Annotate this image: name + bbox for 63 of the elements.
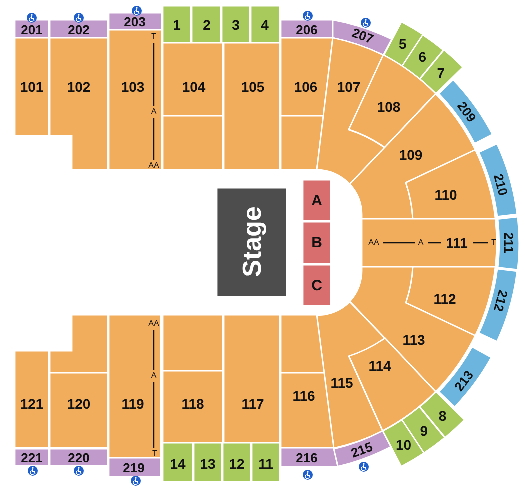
section-number: 118 xyxy=(182,397,204,411)
section-number: 10 xyxy=(396,438,412,452)
section-number: 102 xyxy=(67,80,91,94)
section-number: 1 xyxy=(173,18,181,32)
section-number: 101 xyxy=(20,80,44,94)
section-number: 109 xyxy=(399,148,423,162)
row-label: AA xyxy=(368,239,380,247)
row-label: AA xyxy=(148,162,160,170)
section-number: 104 xyxy=(182,80,206,94)
section-label: B xyxy=(312,236,322,250)
section-number: 111 xyxy=(446,236,468,250)
section-number: 8 xyxy=(438,408,447,423)
section-number: 207 xyxy=(350,26,376,46)
section-number: 5 xyxy=(399,37,407,52)
section-number: 3 xyxy=(232,18,240,32)
section-number: 14 xyxy=(170,457,186,471)
section-number: 211 xyxy=(502,232,516,254)
section-number: 202 xyxy=(68,24,90,36)
section-number: 110 xyxy=(434,188,458,202)
section-number: 112 xyxy=(434,292,456,306)
section-number: 4 xyxy=(261,18,269,32)
section-number: 108 xyxy=(377,100,401,114)
section-number: 121 xyxy=(20,397,44,411)
row-label: A xyxy=(418,239,424,247)
section-number: 119 xyxy=(122,397,144,411)
row-label: AA xyxy=(148,320,160,328)
section-number: 219 xyxy=(123,462,145,474)
section-number: 6 xyxy=(418,50,427,64)
section-number: 117 xyxy=(242,397,264,411)
section-number: 209 xyxy=(455,100,478,125)
section-number: 115 xyxy=(330,376,354,390)
section-number: 220 xyxy=(68,452,90,464)
section-number: 120 xyxy=(67,397,91,411)
section-label: A xyxy=(312,194,322,208)
row-label: T xyxy=(492,239,496,247)
row-label: T xyxy=(152,33,156,41)
section-number: 116 xyxy=(292,389,316,403)
row-label: A xyxy=(151,372,157,380)
section-number: 105 xyxy=(241,80,265,94)
section-number: 213 xyxy=(452,368,476,394)
section-number: 215 xyxy=(350,440,375,460)
section-number: 106 xyxy=(294,80,318,94)
section-number: 13 xyxy=(200,457,216,471)
stage-label: Stage xyxy=(239,206,265,278)
section-number: 11 xyxy=(258,457,274,471)
section-number: 203 xyxy=(124,16,146,28)
row-label: A xyxy=(151,108,157,116)
section-number: 221 xyxy=(21,452,43,464)
section-number: 103 xyxy=(121,80,145,94)
section-number: 206 xyxy=(296,24,318,36)
section-number: 114 xyxy=(368,359,392,373)
section-number: 210 xyxy=(492,172,510,198)
section-number: 113 xyxy=(402,333,426,347)
row-label: T xyxy=(152,450,158,458)
section-number: 107 xyxy=(337,80,361,94)
section-number: 12 xyxy=(229,457,245,471)
section-number: 9 xyxy=(420,424,428,438)
section-number: 216 xyxy=(296,452,318,464)
section-number: 7 xyxy=(437,66,445,80)
section-number: 201 xyxy=(21,24,43,36)
section-label: C xyxy=(312,278,322,294)
section-number: 2 xyxy=(203,18,211,32)
section-number: 212 xyxy=(492,288,510,314)
